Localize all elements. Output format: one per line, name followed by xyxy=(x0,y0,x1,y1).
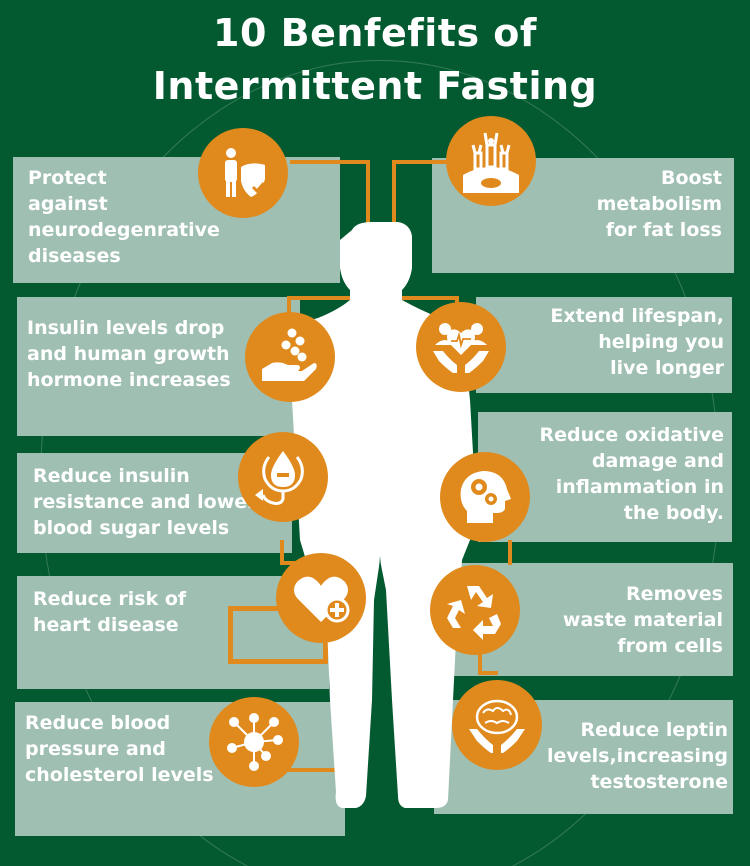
panel-lifespan xyxy=(476,297,732,393)
hands-brain-icon xyxy=(452,680,542,770)
benefit-text-insulin-hgh: Insulin levels drop and human growth hor… xyxy=(27,317,231,391)
person-shield-icon xyxy=(198,128,288,218)
benefit-text-heart-disease: Reduce risk of heart disease xyxy=(33,588,187,636)
stethoscope-drop-icon xyxy=(238,432,328,522)
benefit-text-neurodegenerative: Protect against neurodegenrative disease… xyxy=(28,167,220,267)
title-line-1: 10 Benfefits of xyxy=(213,11,537,55)
people-cheering-icon xyxy=(446,116,536,206)
head-gears-icon xyxy=(440,452,530,542)
benefit-text-metabolism: Boost metabolism for fat loss xyxy=(596,167,722,241)
benefit-text-oxidative: Reduce oxidative damage and inflammation… xyxy=(539,424,724,524)
hand-pills-icon xyxy=(245,312,335,402)
hands-heart-family-icon xyxy=(416,302,506,392)
connector-top-left xyxy=(290,160,370,240)
connector-waste xyxy=(478,650,498,675)
benefit-text-blood-pressure: Reduce blood pressure and cholesterol le… xyxy=(25,712,214,786)
connector-oxidative xyxy=(508,540,512,565)
molecule-network-icon xyxy=(209,697,299,787)
heart-plus-icon xyxy=(276,553,366,643)
benefit-text-insulin-resistance: Reduce insulin resistance and lower bloo… xyxy=(33,465,257,539)
benefit-text-waste: Removes waste material from cells xyxy=(562,583,723,657)
title-line-2: Intermittent Fasting xyxy=(152,64,598,108)
benefit-text-lifespan: Extend lifespan, helping you live longer xyxy=(550,305,724,379)
connector-blood-pressure xyxy=(285,768,345,772)
benefit-text-leptin: Reduce leptin levels,increasing testoste… xyxy=(546,719,728,793)
connector-top-right xyxy=(392,160,452,240)
recycle-icon xyxy=(430,565,520,655)
